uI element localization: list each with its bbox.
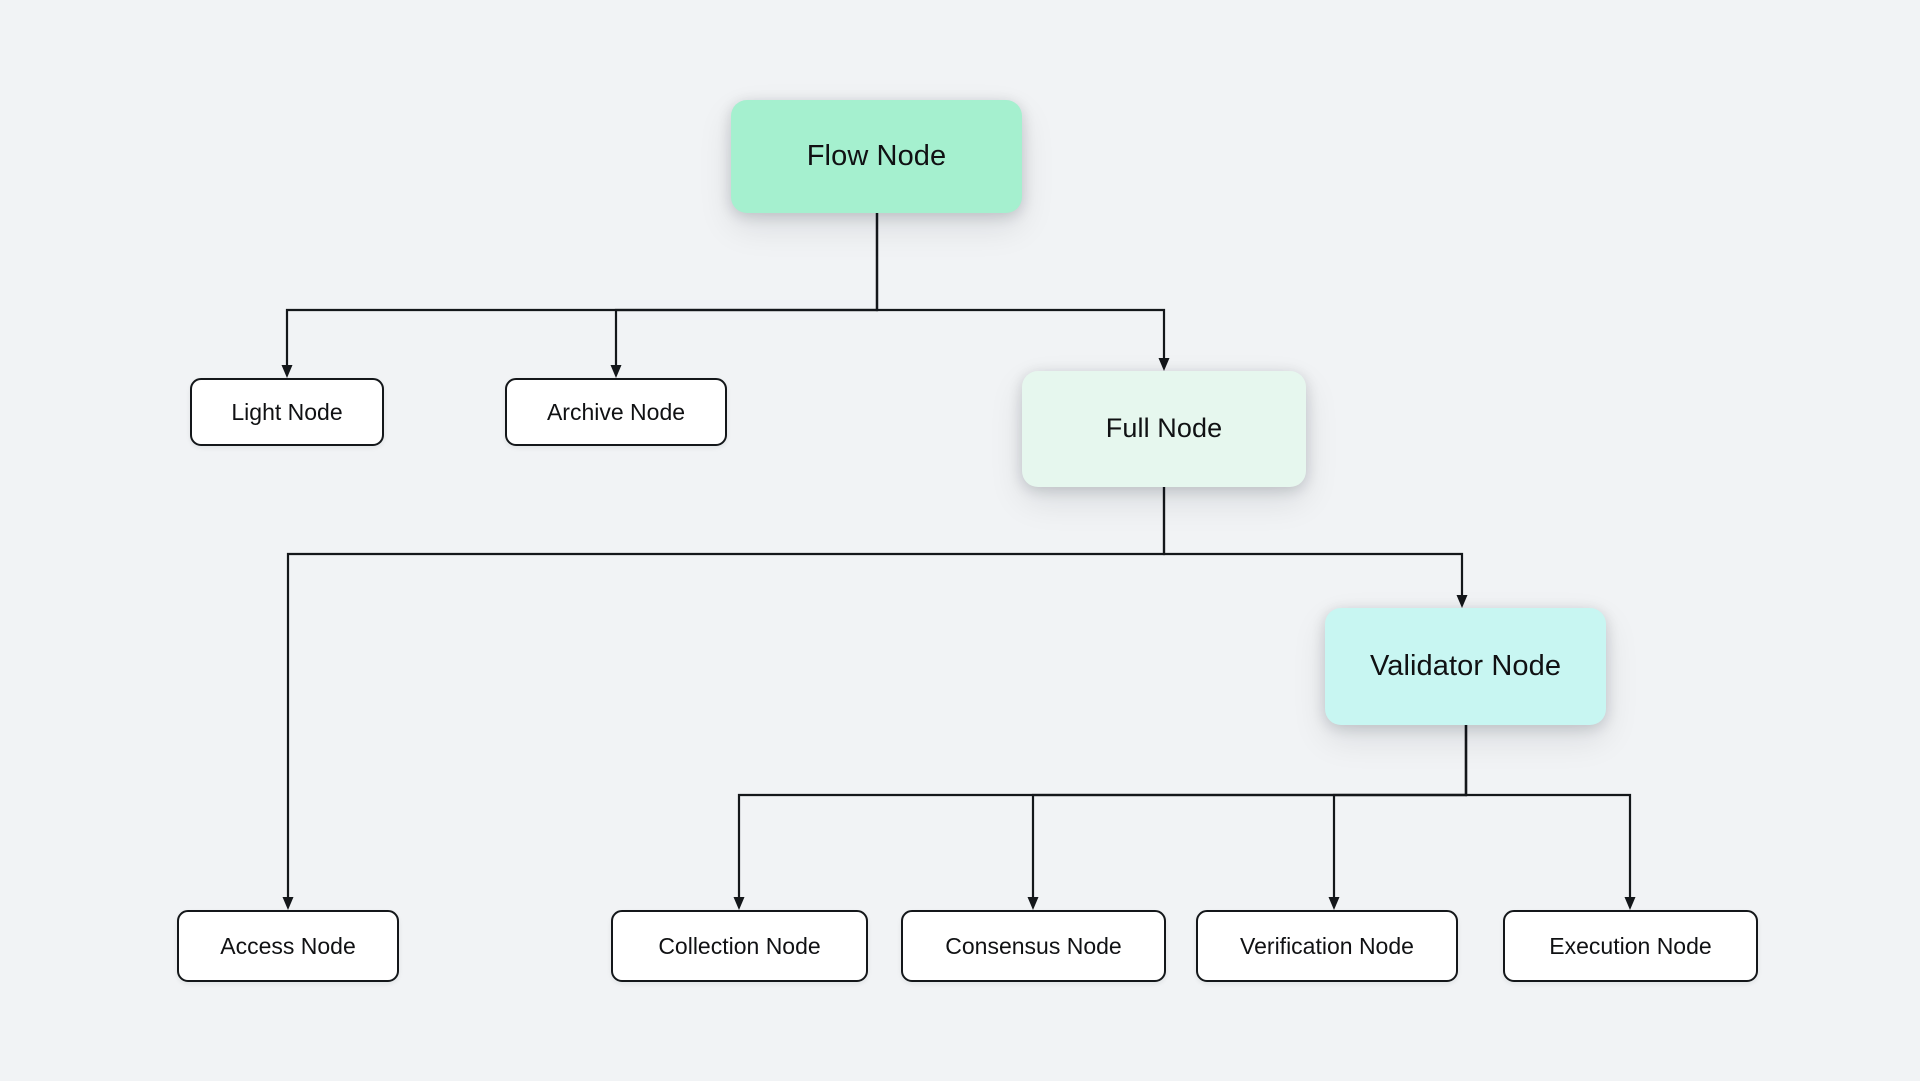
edge-validator-to-verification bbox=[1328, 725, 1468, 910]
node-label: Verification Node bbox=[1240, 932, 1414, 959]
edge-full-to-validator bbox=[1162, 487, 1468, 608]
edge-flow-to-archive bbox=[610, 213, 879, 378]
node-label: Access Node bbox=[220, 932, 356, 959]
arrowhead-icon bbox=[610, 365, 622, 378]
node-label: Consensus Node bbox=[945, 932, 1122, 959]
edge-validator-to-collection bbox=[733, 725, 1468, 910]
node-access-node[interactable]: Access Node bbox=[177, 910, 399, 982]
arrowhead-icon bbox=[281, 365, 293, 378]
node-light-node[interactable]: Light Node bbox=[190, 378, 384, 446]
node-verification-node[interactable]: Verification Node bbox=[1196, 910, 1458, 982]
edge-line bbox=[737, 725, 1468, 897]
edge-line bbox=[286, 487, 1166, 897]
edge-flow-to-full bbox=[875, 213, 1170, 371]
edge-full-to-access bbox=[282, 487, 1166, 910]
arrowhead-icon bbox=[1456, 595, 1468, 608]
node-consensus-node[interactable]: Consensus Node bbox=[901, 910, 1166, 982]
arrowhead-icon bbox=[1328, 897, 1340, 910]
edge-line bbox=[875, 213, 1166, 358]
edge-validator-to-consensus bbox=[1027, 725, 1468, 910]
edge-validator-to-execution bbox=[1464, 725, 1636, 910]
node-label: Light Node bbox=[231, 398, 343, 425]
edge-line bbox=[1332, 725, 1468, 897]
node-execution-node[interactable]: Execution Node bbox=[1503, 910, 1758, 982]
arrowhead-icon bbox=[1027, 897, 1039, 910]
node-collection-node[interactable]: Collection Node bbox=[611, 910, 868, 982]
node-label: Collection Node bbox=[658, 932, 821, 959]
edge-line bbox=[1464, 725, 1632, 897]
edge-line bbox=[285, 213, 879, 365]
node-label: Validator Node bbox=[1369, 649, 1562, 682]
arrowhead-icon bbox=[733, 897, 745, 910]
node-label: Flow Node bbox=[806, 139, 947, 172]
node-validator-node[interactable]: Validator Node bbox=[1325, 608, 1606, 725]
node-full-node[interactable]: Full Node bbox=[1022, 371, 1306, 487]
edge-line bbox=[1031, 725, 1468, 897]
node-archive-node[interactable]: Archive Node bbox=[505, 378, 727, 446]
edge-flow-to-light bbox=[281, 213, 879, 378]
node-label: Full Node bbox=[1105, 413, 1223, 444]
node-flow-node[interactable]: Flow Node bbox=[731, 100, 1022, 213]
edge-line bbox=[1162, 487, 1464, 595]
arrowhead-icon bbox=[282, 897, 294, 910]
node-label: Execution Node bbox=[1549, 932, 1712, 959]
arrowhead-icon bbox=[1624, 897, 1636, 910]
edge-line bbox=[614, 213, 879, 365]
node-label: Archive Node bbox=[546, 398, 686, 425]
arrowhead-icon bbox=[1158, 358, 1170, 371]
